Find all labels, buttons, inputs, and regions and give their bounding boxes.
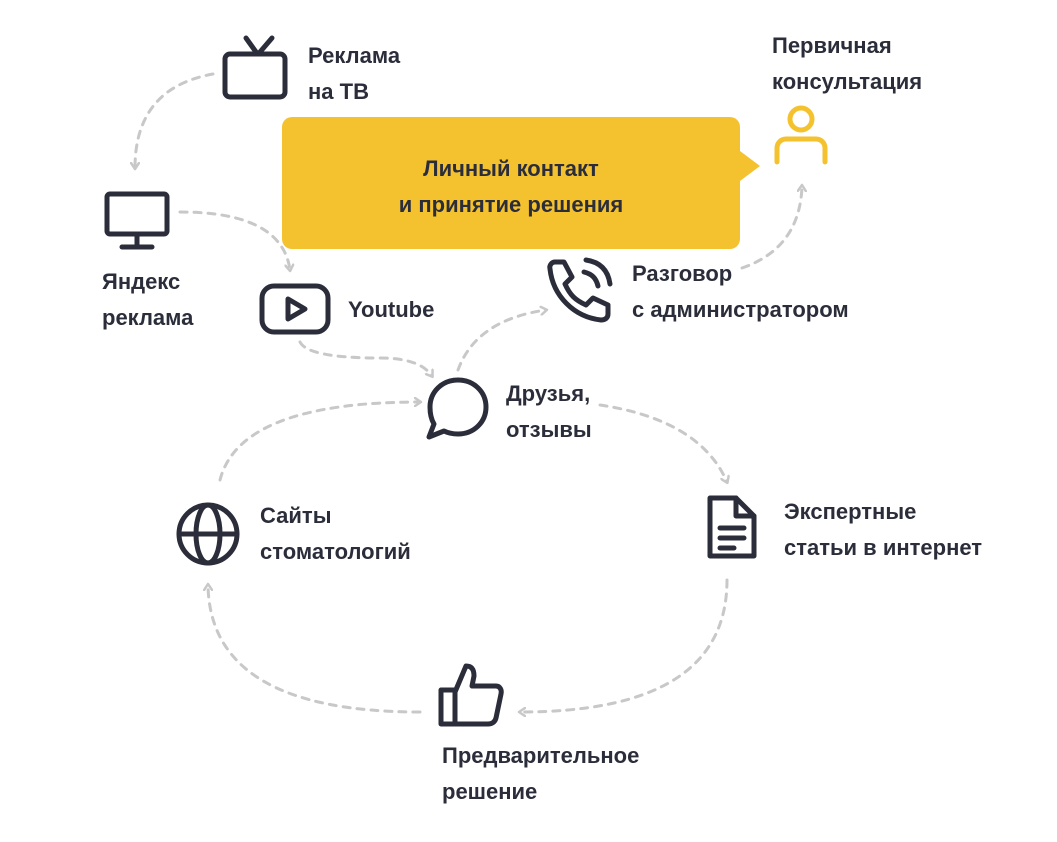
sites-line-2: стоматологий <box>260 539 411 564</box>
thumbs-up-icon <box>438 663 504 727</box>
youtube-line-1: Youtube <box>348 297 435 322</box>
decision-callout: Личный контакт и принятие решения <box>282 117 740 249</box>
callout-text: Личный контакт и принятие решения <box>282 151 740 223</box>
person-icon <box>774 105 828 165</box>
articles-line-1: Экспертные <box>784 499 917 524</box>
monitor-icon <box>104 191 170 250</box>
node-admin-label: Разговор с администратором <box>632 256 849 328</box>
arrow-friends-to-articles <box>598 403 727 482</box>
node-sites-label: Сайты стоматологий <box>260 498 411 570</box>
document-icon <box>707 495 757 559</box>
tv-icon <box>222 35 288 100</box>
consult-line-2: консультация <box>772 69 923 94</box>
chat-bubble-icon <box>426 377 489 440</box>
arrow-admin-to-consult <box>740 186 802 270</box>
tv-ad-line-2: на ТВ <box>308 79 369 104</box>
callout-pointer <box>736 148 760 184</box>
articles-line-2: статьи в интернет <box>784 535 983 560</box>
arrow-prelim-to-sites <box>208 585 422 714</box>
friends-line-1: Друзья, <box>506 381 591 406</box>
node-articles-label: Экспертные статьи в интернет <box>784 494 982 566</box>
callout-line-1: Личный контакт <box>423 156 599 181</box>
youtube-icon <box>259 283 331 335</box>
node-yandex-ad-label: Яндекс реклама <box>102 264 193 336</box>
node-consult-label: Первичная консультация <box>772 28 922 100</box>
yandex-ad-line-2: реклама <box>102 305 194 330</box>
node-prelim-label: Предварительное решение <box>442 738 639 810</box>
arrow-youtube-to-friends <box>298 340 432 376</box>
globe-icon <box>176 502 240 566</box>
admin-line-1: Разговор <box>632 261 733 286</box>
node-friends-label: Друзья, отзывы <box>506 376 592 448</box>
node-youtube-label: Youtube <box>348 292 434 328</box>
consult-line-1: Первичная <box>772 33 892 58</box>
phone-call-icon <box>547 257 613 323</box>
arrow-yandex-to-youtube <box>178 210 290 270</box>
admin-line-2: с администратором <box>632 297 849 322</box>
tv-ad-line-1: Реклама <box>308 43 401 68</box>
arrow-articles-to-prelim <box>520 578 729 712</box>
yandex-ad-line-1: Яндекс <box>102 269 181 294</box>
arrow-tv-to-yandex <box>135 72 215 168</box>
sites-line-1: Сайты <box>260 503 332 528</box>
arrow-sites-to-friends <box>218 402 420 482</box>
node-tv-ad-label: Реклама на ТВ <box>308 38 400 110</box>
friends-line-2: отзывы <box>506 417 592 442</box>
arrow-friends-to-admin <box>456 310 546 372</box>
callout-line-2: и принятие решения <box>398 192 624 217</box>
prelim-line-1: Предварительное <box>442 743 640 768</box>
prelim-line-2: решение <box>442 779 538 804</box>
